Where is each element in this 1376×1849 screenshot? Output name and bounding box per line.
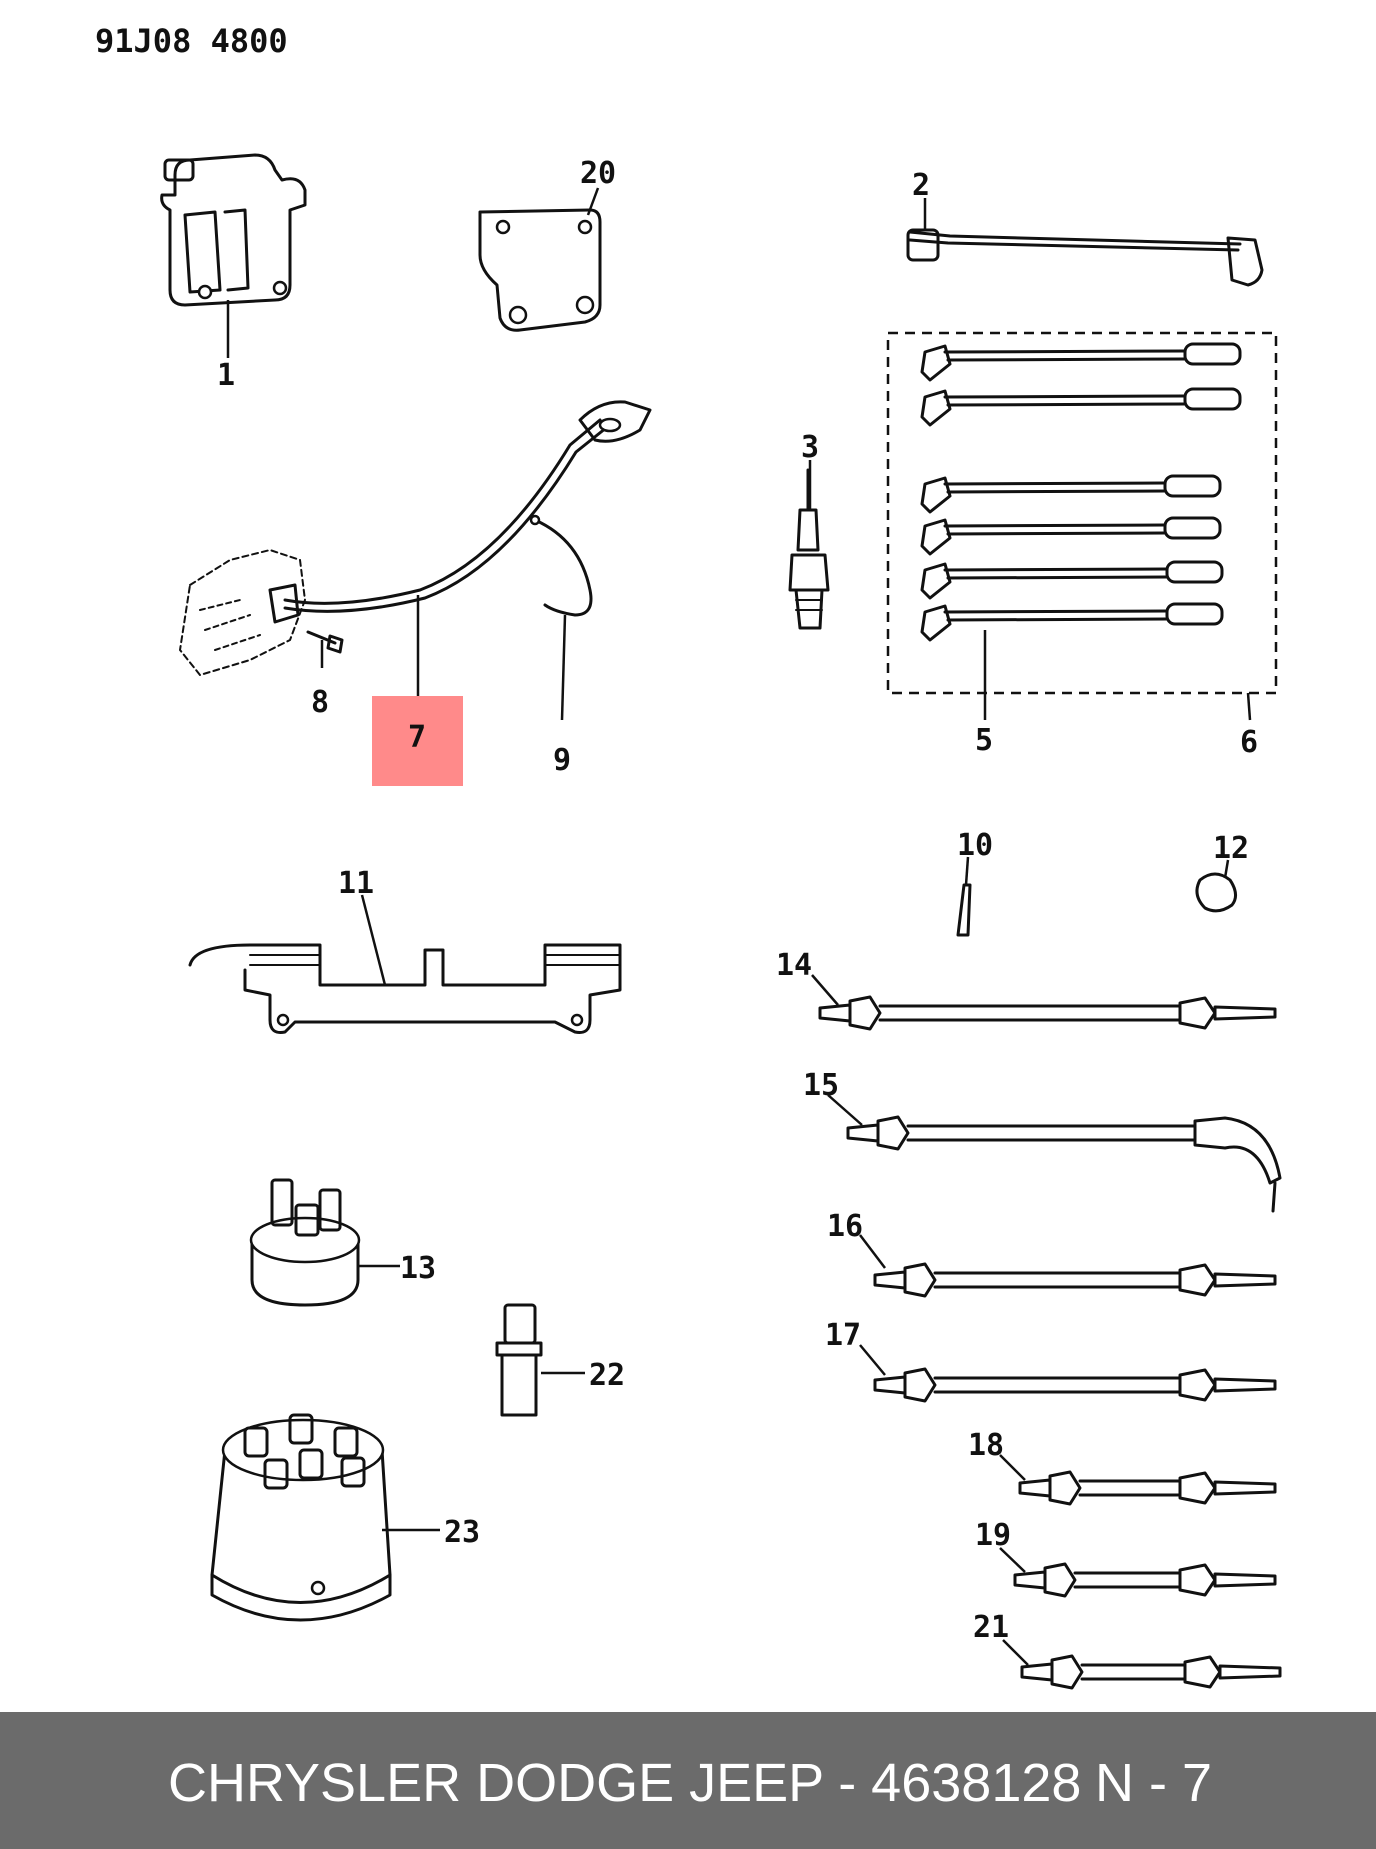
leader-15 (811, 974, 839, 1006)
part-5-ignition-wires[interactable] (920, 342, 1242, 642)
leader-17 (859, 1234, 886, 1269)
parts-diagram: 91J08 4800 1 20 2 5 6 (95, 22, 1282, 1690)
wire-set-wire (920, 560, 1224, 600)
rod (1013, 1562, 1277, 1598)
wire-set-wire (920, 474, 1222, 514)
callout-17: 16 (827, 1209, 863, 1244)
part-22-adapter[interactable] (495, 1303, 543, 1417)
leader-9 (560, 614, 567, 721)
part-13-cap[interactable] (1195, 872, 1237, 913)
callout-16: 15 (803, 1068, 839, 1103)
distributor-body-partial (179, 549, 306, 676)
wire-set-wire (920, 342, 1242, 382)
callout-12: 11 (338, 866, 374, 901)
rod (846, 1115, 1282, 1213)
callout-3: 3 (801, 430, 819, 465)
callout-7: 7 (408, 720, 426, 755)
part-8-screw[interactable] (306, 630, 344, 654)
glow-plug-rods (818, 995, 1282, 1690)
leader-12 (360, 894, 387, 986)
footer-bar: CHRYSLER DODGE JEEP - 4638128 N - 7 (0, 1712, 1376, 1849)
rod (1018, 1470, 1277, 1506)
callout-20: 19 (975, 1518, 1011, 1553)
leader-19 (999, 1454, 1026, 1481)
leader-10 (586, 187, 600, 216)
callout-1: 1 (217, 358, 235, 393)
callout-14: 13 (400, 1251, 436, 1286)
part-9-ground-strap[interactable] (529, 514, 593, 617)
callout-8: 8 (311, 685, 329, 720)
part-6-wire-set-box[interactable] (886, 331, 1278, 695)
callout-6: 6 (1240, 725, 1258, 760)
callout-11: 10 (957, 828, 993, 863)
leader-6 (1246, 692, 1252, 721)
part-12-heat-shield[interactable] (188, 943, 622, 1034)
callout-18: 17 (825, 1318, 861, 1353)
wire-set-wire (920, 387, 1242, 427)
rod (873, 1367, 1277, 1403)
highlight-box-7[interactable] (372, 696, 463, 786)
rod (1020, 1654, 1282, 1690)
leader-21 (1002, 1639, 1029, 1666)
rod (818, 995, 1277, 1031)
part-7-pickup-harness[interactable] (268, 400, 652, 624)
wire-set-wire (920, 602, 1224, 642)
callout-9: 9 (553, 743, 571, 778)
callout-15: 14 (776, 948, 812, 983)
callout-5: 5 (975, 723, 993, 758)
footer-title: CHRYSLER DODGE JEEP - 4638128 (168, 1753, 1082, 1813)
part-23-distributor-cap[interactable] (210, 1413, 392, 1622)
part-11-pin[interactable] (956, 883, 972, 937)
callout-22: 22 (589, 1358, 625, 1393)
callout-21: 21 (973, 1610, 1009, 1645)
callout-23: 23 (444, 1515, 480, 1550)
footer-page-number: N - 7 (1095, 1753, 1213, 1813)
leader-11 (964, 856, 970, 886)
callout-2: 2 (912, 168, 930, 203)
wire-set-wire (920, 516, 1222, 556)
leader-13 (1223, 859, 1230, 879)
diagram-code: 91J08 4800 (95, 22, 288, 60)
leader-16 (827, 1094, 863, 1126)
part-1-ignition-coil[interactable] (160, 153, 307, 307)
part-2-ignition-wire[interactable] (906, 228, 1264, 287)
callout-10: 20 (580, 156, 616, 191)
rod (873, 1262, 1277, 1298)
leader-20 (999, 1547, 1026, 1573)
callout-19: 18 (968, 1428, 1004, 1463)
callout-13: 12 (1213, 831, 1249, 866)
part-10-bracket[interactable] (478, 208, 602, 332)
leader-18 (859, 1344, 886, 1376)
part-14-coil[interactable] (249, 1178, 361, 1307)
